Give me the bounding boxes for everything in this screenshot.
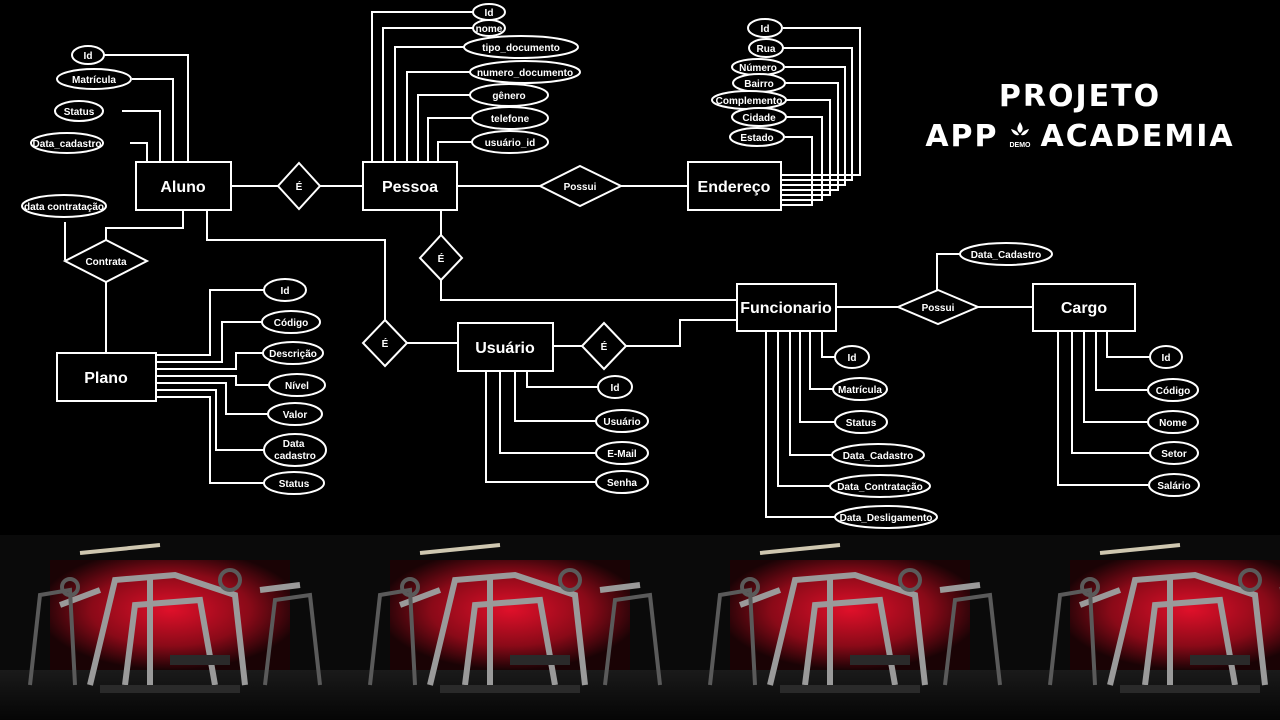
attr-plano-valor: Valor: [283, 410, 308, 421]
entity-plano: Plano: [56, 352, 157, 402]
er-diagram: Aluno Pessoa Endereço Plano Usuário Func…: [21, 3, 1200, 529]
attr-aluno-matricula: Matrícula: [72, 75, 116, 86]
connector-lines: [64, 11, 1150, 518]
demo-logo-icon: DEMO: [1009, 122, 1031, 149]
attr-usuario-usuario: Usuário: [603, 417, 640, 428]
attr-pessoa-telefone: telefone: [491, 114, 530, 125]
project-title: PROJETO APP DEMO ACADEMIA: [900, 78, 1260, 158]
relationship-pessoa-funcionario: É: [418, 233, 464, 282]
entity-aluno-label: Aluno: [160, 179, 206, 196]
title-app: APP: [925, 119, 999, 154]
attr-pessoa-genero: gênero: [492, 91, 525, 102]
attr-funcionario-data-desligamento: Data_Desligamento: [840, 513, 933, 524]
attr-plano-codigo: Código: [274, 318, 308, 329]
attr-endereco-complemento: Complemento: [716, 96, 783, 107]
attr-endereco-rua: Rua: [757, 44, 776, 55]
title-projeto: PROJETO: [998, 79, 1162, 114]
attr-pessoa-numero-documento: numero_documento: [477, 68, 573, 79]
attr-cargo-salario: Salário: [1157, 481, 1190, 492]
attr-usuario-senha: Senha: [607, 478, 637, 489]
attr-aluno-id: Id: [84, 51, 93, 62]
attr-endereco-estado: Estado: [740, 133, 773, 144]
attr-plano-data-cadastro-line1: Data: [283, 439, 305, 450]
entity-cargo: Cargo: [1032, 283, 1136, 332]
attr-usuario-id: Id: [611, 383, 620, 394]
entity-endereco: Endereço: [687, 161, 782, 211]
attr-endereco-id: Id: [761, 24, 770, 35]
attr-plano-status: Status: [279, 479, 310, 490]
relationship-aluno-pessoa-label: É: [296, 180, 303, 193]
attr-possui-data-cadastro: Data_Cadastro: [971, 250, 1042, 261]
attr-plano-descricao: Descrição: [269, 349, 317, 360]
title-academia: ACADEMIA: [1040, 119, 1235, 154]
attr-plano-id: Id: [281, 286, 290, 297]
attr-pessoa-tipo-documento: tipo_documento: [482, 43, 560, 54]
attr-endereco-numero: Número: [739, 63, 777, 74]
attr-aluno-data-cadastro: Data_cadastro: [33, 139, 102, 150]
gym-photo-banner: [0, 535, 1280, 720]
logo-text: DEMO: [1009, 142, 1031, 149]
entity-aluno: Aluno: [135, 161, 232, 211]
relationship-funcionario-cargo-label: Possui: [922, 303, 955, 314]
attr-cargo-nome: Nome: [1159, 418, 1187, 429]
attr-plano-data-cadastro: Data cadastro: [274, 439, 316, 462]
attr-usuario-email: E-Mail: [607, 449, 637, 460]
attr-plano-data-cadastro-line2: cadastro: [274, 451, 316, 462]
relationship-aluno-pessoa: É: [276, 161, 322, 211]
title-app-academia: APP DEMO ACADEMIA: [900, 116, 1260, 158]
attr-funcionario-data-contratacao: Data_Contratação: [837, 482, 923, 493]
attr-contrata-data-contratacao: data contratação: [24, 202, 104, 213]
relationship-aluno-plano: Contrata: [62, 238, 150, 284]
attr-cargo-setor: Setor: [1161, 449, 1187, 460]
attr-aluno-status: Status: [64, 107, 95, 118]
relationship-usuario-funcionario: É: [580, 321, 628, 371]
relationship-funcionario-cargo: Possui: [895, 288, 981, 326]
entity-usuario-label: Usuário: [475, 340, 535, 357]
entity-endereco-label: Endereço: [698, 179, 771, 196]
entity-funcionario: Funcionario: [736, 283, 837, 332]
attr-funcionario-status: Status: [846, 418, 877, 429]
attr-endereco-bairro: Bairro: [744, 79, 773, 90]
entity-usuario: Usuário: [457, 322, 554, 372]
attr-funcionario-id: Id: [848, 353, 857, 364]
attr-pessoa-nome: nome: [476, 24, 503, 35]
attr-funcionario-matricula: Matrícula: [838, 385, 882, 396]
attribute-ellipses: [21, 3, 1200, 529]
attr-cargo-codigo: Código: [1156, 386, 1190, 397]
relationship-aluno-plano-label: Contrata: [85, 257, 127, 268]
entity-plano-label: Plano: [84, 370, 128, 387]
attr-endereco-cidade: Cidade: [742, 113, 776, 124]
entity-pessoa-label: Pessoa: [382, 179, 438, 196]
relationship-pessoa-funcionario-label: É: [438, 252, 445, 265]
relationship-aluno-usuario-label: É: [382, 337, 389, 350]
entity-pessoa: Pessoa: [362, 161, 458, 211]
relationship-pessoa-endereco-label: Possui: [564, 182, 597, 193]
attr-pessoa-id: Id: [485, 8, 494, 19]
attr-funcionario-data-cadastro: Data_Cadastro: [843, 451, 914, 462]
attr-cargo-id: Id: [1162, 353, 1171, 364]
relationship-pessoa-endereco: Possui: [537, 164, 624, 208]
entity-funcionario-label: Funcionario: [740, 300, 832, 317]
relationship-usuario-funcionario-label: É: [601, 340, 608, 353]
attr-pessoa-usuario-id: usuário_id: [485, 138, 536, 149]
entity-cargo-label: Cargo: [1061, 300, 1107, 317]
attr-plano-nivel: Nível: [285, 381, 309, 392]
relationship-aluno-usuario: É: [361, 318, 409, 368]
